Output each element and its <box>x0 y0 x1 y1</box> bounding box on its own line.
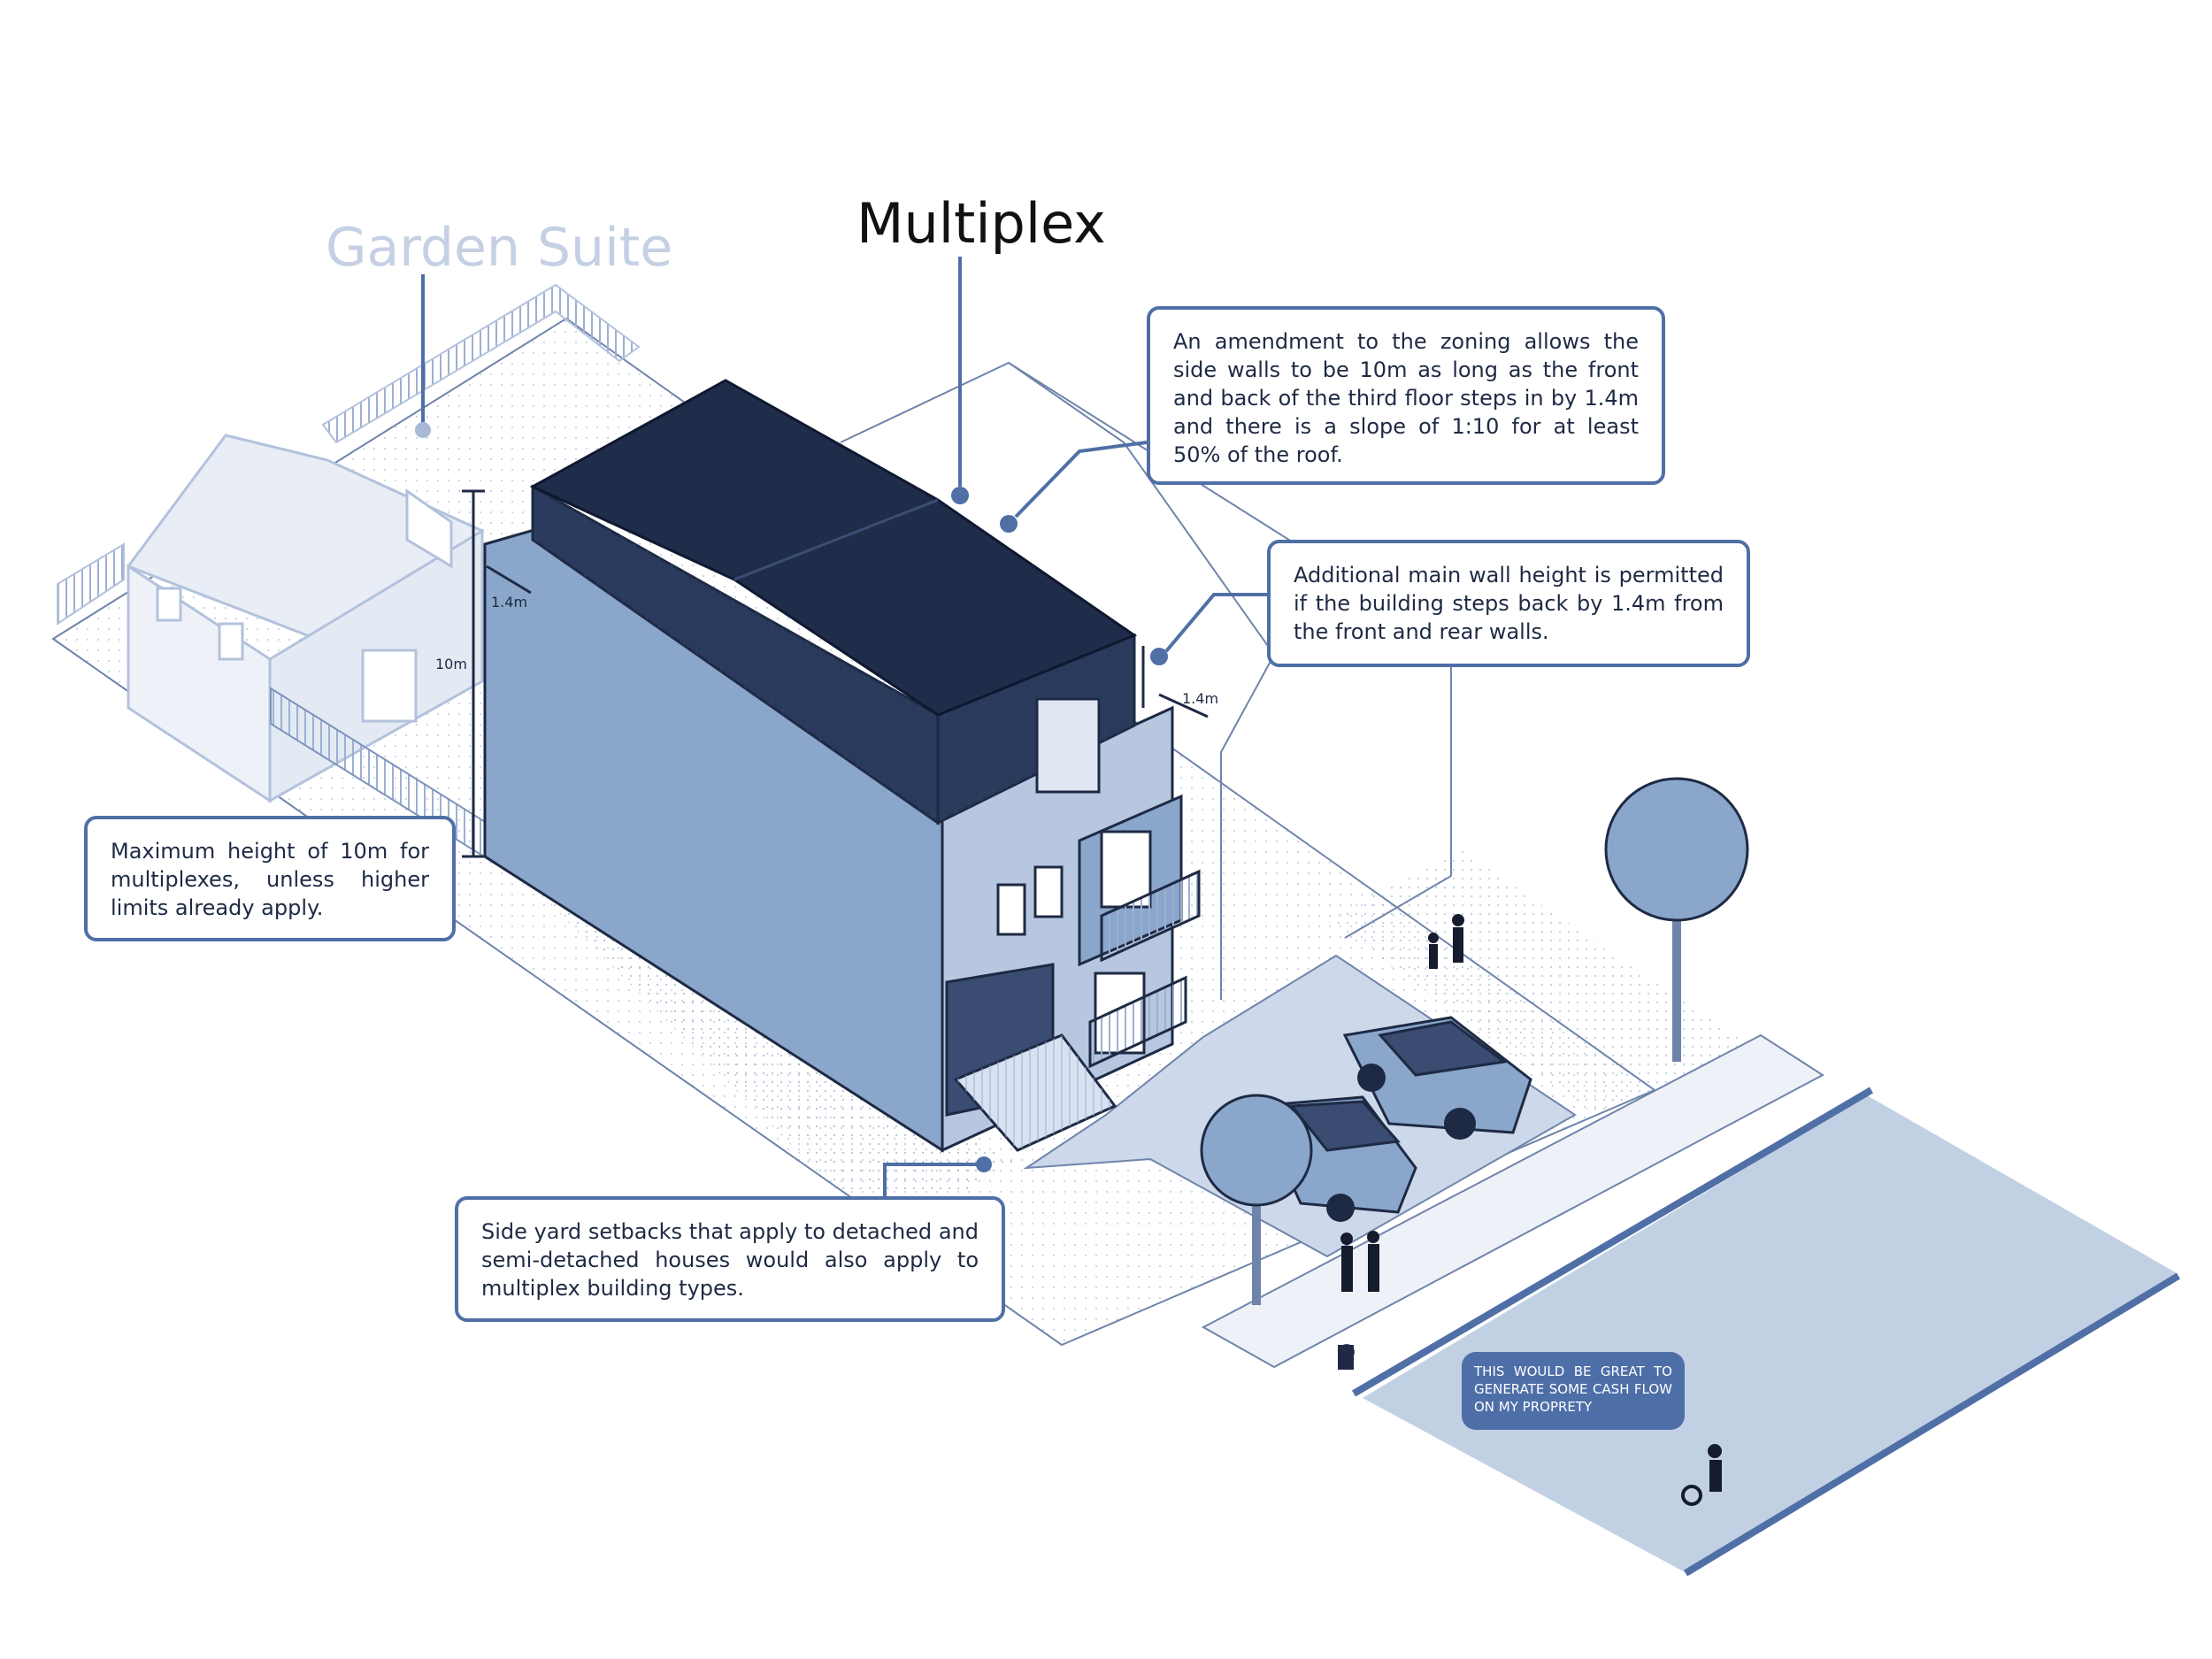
callout-side-yard-setbacks: Side yard setbacks that apply to detache… <box>455 1196 1005 1322</box>
fire-hydrant <box>1338 1345 1354 1370</box>
height-dimension <box>462 489 1209 858</box>
garden-suite-title: Garden Suite <box>326 217 673 279</box>
callout-main-wall-height: Additional main wall height is permitted… <box>1267 540 1750 667</box>
step-label-left: 1.4m <box>491 594 527 611</box>
speech-bubble: THIS WOULD BE GREAT TO GENERATE SOME CAS… <box>1462 1352 1685 1430</box>
tree-right <box>1604 777 1749 1062</box>
callout-zoning-amendment: An amendment to the zoning allows the si… <box>1147 306 1665 485</box>
tree-front <box>1200 1094 1313 1305</box>
step-label-right: 1.4m <box>1182 690 1218 707</box>
leader-lines <box>415 257 1267 1196</box>
height-label: 10m <box>435 656 467 672</box>
callout-maximum-height: Maximum height of 10m for multiplexes, u… <box>84 816 456 941</box>
people-figures <box>1339 914 1722 1506</box>
car-front <box>1342 1016 1532 1140</box>
multiplex-title: Multiplex <box>856 191 1106 256</box>
sidewalk <box>1201 1033 1824 1369</box>
multiplex-building <box>483 379 1201 1153</box>
road <box>1351 1087 2181 1577</box>
